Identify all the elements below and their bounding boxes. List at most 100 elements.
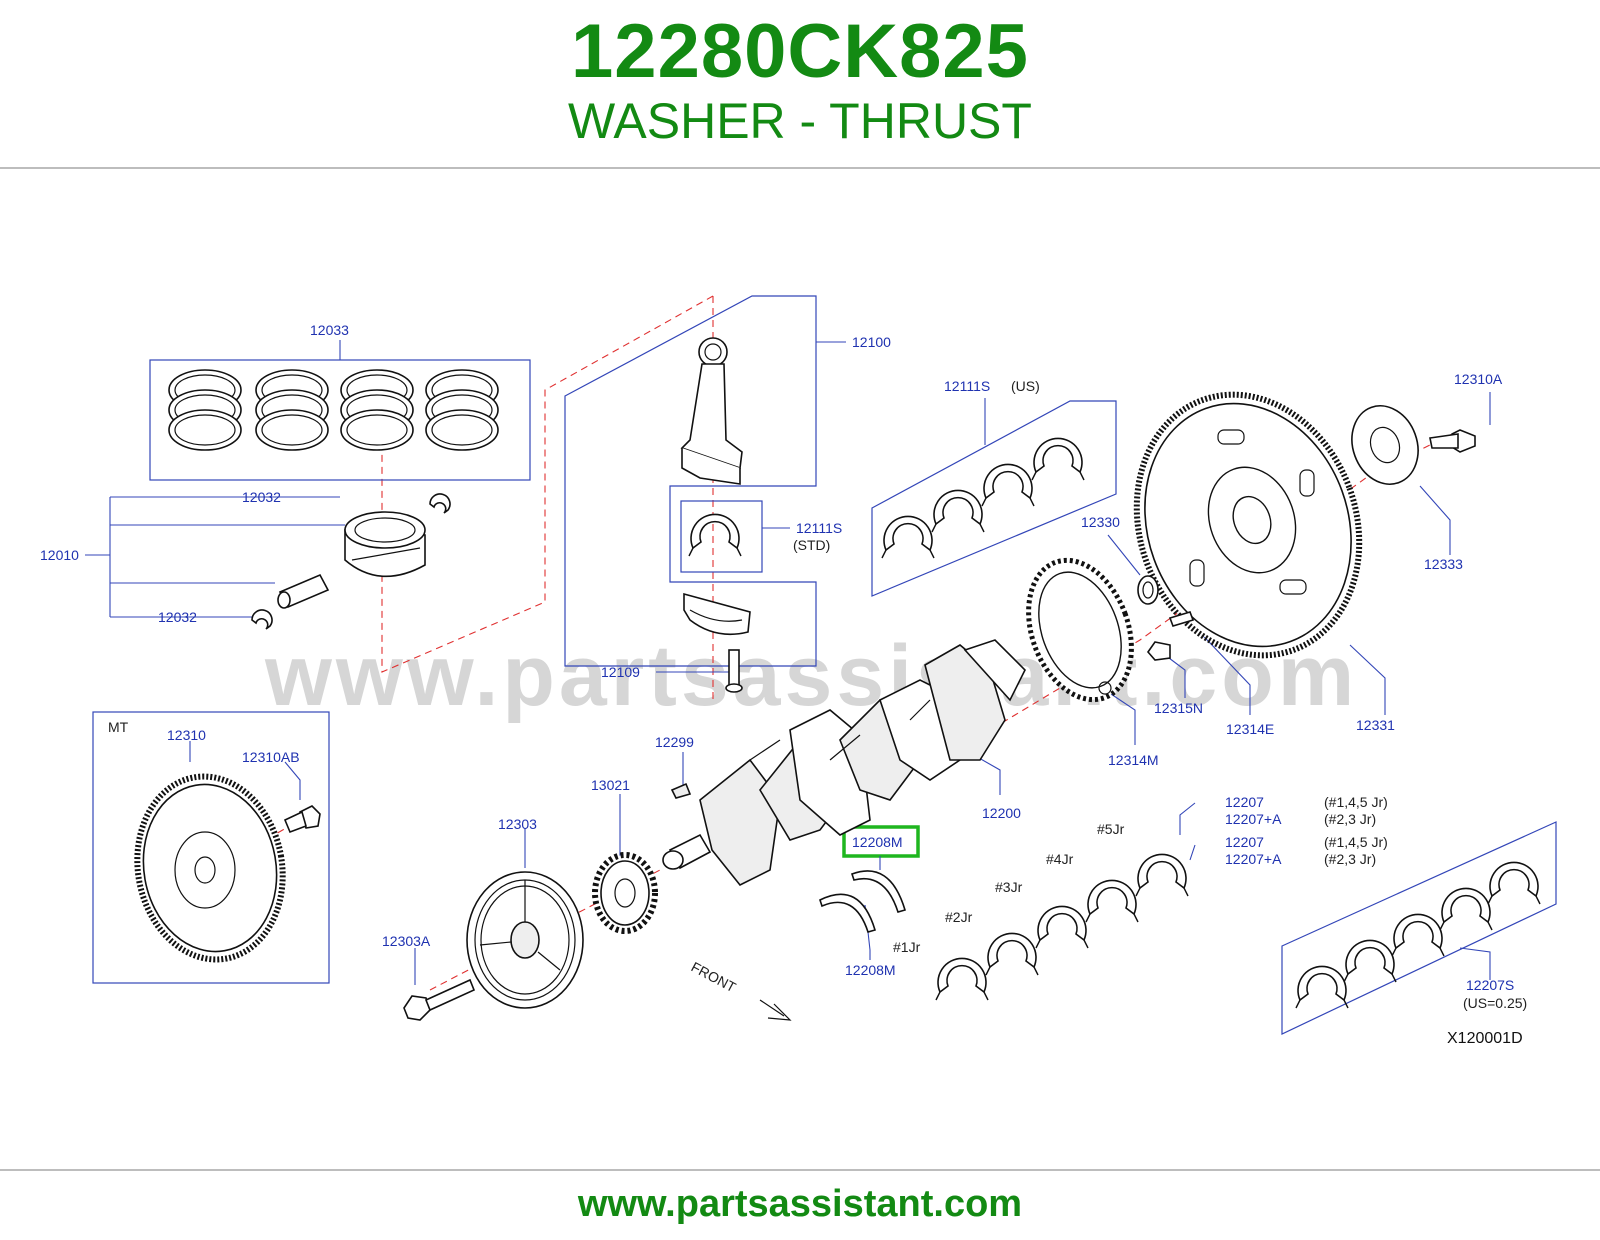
label-12208m-highlighted[interactable]: 12208M: [852, 834, 903, 850]
assembly-line-piston: [381, 295, 714, 673]
flywheel-bolt: [1429, 429, 1476, 453]
label-12310ab[interactable]: 12310AB: [242, 749, 300, 765]
piston-ring-set-2: [255, 369, 329, 451]
us-bearing-3: [981, 463, 1035, 507]
us-bearing-box: [871, 400, 1117, 597]
mt-flywheel-box: [92, 711, 330, 984]
crankshaft-pulley: [466, 871, 584, 1009]
leader-12315n: [1164, 654, 1186, 698]
thrust-washer-lower: [819, 893, 876, 933]
label-12032-top[interactable]: 12032: [242, 489, 281, 505]
us-main-bearing-2: [1343, 939, 1397, 983]
note-2jr: #2Jr: [945, 909, 973, 925]
label-12100[interactable]: 12100: [852, 334, 891, 350]
signal-plate: [1026, 557, 1134, 703]
piston-ring-set-4: [425, 369, 499, 451]
note-us025: (US=0.25): [1463, 995, 1527, 1011]
label-12310[interactable]: 12310: [167, 727, 206, 743]
part-name-subtitle: WASHER - THRUST: [568, 93, 1032, 149]
label-12207-a[interactable]: 12207: [1225, 794, 1264, 810]
front-arrow-icon: [759, 999, 792, 1021]
note-std: (STD): [793, 537, 830, 553]
label-12315n[interactable]: 12315N: [1154, 700, 1203, 716]
crankshaft: [662, 639, 1026, 887]
label-12314m[interactable]: 12314M: [1108, 752, 1159, 768]
note-jr145-b: (#1,4,5 Jr): [1324, 834, 1388, 850]
rod-bearing-std: [688, 513, 742, 557]
label-12331[interactable]: 12331: [1356, 717, 1395, 733]
footer-website-link[interactable]: www.partsassistant.com: [577, 1183, 1023, 1225]
label-12010[interactable]: 12010: [40, 547, 79, 563]
label-12109[interactable]: 12109: [601, 664, 640, 680]
pulley-bolt: [403, 978, 476, 1021]
thrust-washer-upper: [850, 870, 906, 913]
main-bearing-2jr: [985, 932, 1039, 976]
leader-12333: [1419, 485, 1451, 555]
leader-12010-bracket: [85, 496, 345, 618]
piston-pin: [277, 573, 330, 609]
label-12207a-b[interactable]: 12207+A: [1225, 851, 1282, 867]
piston: [344, 511, 426, 578]
label-12208m-bottom[interactable]: 12208M: [845, 962, 896, 978]
undersize-bearing-box: [1281, 821, 1557, 1035]
leader-12310ab: [284, 761, 301, 800]
leader-12207s: [1459, 947, 1491, 980]
leader-12331: [1349, 644, 1386, 715]
crank-bolt: [1146, 641, 1171, 661]
label-12111s-us[interactable]: 12111S: [944, 378, 990, 394]
label-12207a-a[interactable]: 12207+A: [1225, 811, 1282, 827]
snap-ring-top: [429, 493, 451, 514]
leader-12207-a: [1179, 802, 1196, 835]
diagram-reference-code: X120001D: [1447, 1030, 1523, 1047]
watermark-text: www.partsassistant.com: [264, 628, 1358, 724]
us-bearing-1: [881, 515, 935, 559]
note-1jr: #1Jr: [893, 939, 921, 955]
label-12200[interactable]: 12200: [982, 805, 1021, 821]
footer-divider: [0, 1169, 1600, 1171]
label-12207-b[interactable]: 12207: [1225, 834, 1264, 850]
part-number-title: 12280CK825: [571, 9, 1029, 94]
note-mt: MT: [108, 719, 129, 735]
note-5jr: #5Jr: [1097, 821, 1125, 837]
main-bearing-5jr: [1135, 853, 1189, 897]
label-12299[interactable]: 12299: [655, 734, 694, 750]
label-12330[interactable]: 12330: [1081, 514, 1120, 530]
note-3jr: #3Jr: [995, 879, 1023, 895]
label-12207s[interactable]: 12207S: [1466, 977, 1514, 993]
connecting-rod-cap: [683, 592, 751, 636]
us-main-bearing-1: [1295, 965, 1349, 1009]
note-jr23-a: (#2,3 Jr): [1324, 811, 1376, 827]
connecting-rod-box: [564, 295, 817, 667]
label-12032-bottom[interactable]: 12032: [158, 609, 197, 625]
us-main-bearing-5: [1487, 861, 1541, 905]
reinforcement-plate: [1351, 405, 1419, 485]
note-front: FRONT: [689, 959, 739, 996]
leader-12314m: [1104, 689, 1136, 745]
rod-bolt: [725, 649, 743, 693]
label-12310a[interactable]: 12310A: [1454, 371, 1503, 387]
piston-ring-set-3: [340, 369, 414, 451]
label-12111s-std[interactable]: 12111S: [796, 520, 842, 536]
mt-flywheel: [134, 773, 286, 963]
us-main-bearing-4: [1439, 887, 1493, 931]
us-bearing-4: [1031, 437, 1085, 481]
leader-12314e: [1189, 621, 1251, 715]
label-12333[interactable]: 12333: [1424, 556, 1463, 572]
piston-ring-set-1: [168, 369, 242, 451]
dowel-pin: [1168, 611, 1195, 627]
label-12303a[interactable]: 12303A: [382, 933, 431, 949]
main-bearing-4jr: [1085, 879, 1139, 923]
woodruff-key: [670, 782, 692, 799]
label-12033[interactable]: 12033: [310, 322, 349, 338]
mt-flywheel-bolt: [283, 805, 321, 834]
note-us: (US): [1011, 378, 1040, 394]
oil-seal: [1137, 575, 1159, 605]
label-12314e[interactable]: 12314E: [1226, 721, 1274, 737]
note-jr23-b: (#2,3 Jr): [1324, 851, 1376, 867]
header-divider: [0, 167, 1600, 169]
label-12303[interactable]: 12303: [498, 816, 537, 832]
leader-12207-b: [1189, 844, 1196, 861]
label-13021[interactable]: 13021: [591, 777, 630, 793]
std-bearing-box: [680, 500, 763, 573]
